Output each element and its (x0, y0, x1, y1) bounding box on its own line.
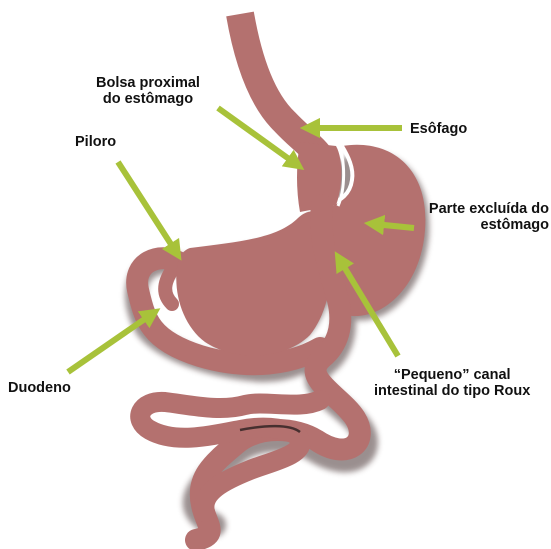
label-roux: “Pequeno” canal intestinal do tipo Roux (374, 367, 530, 399)
arrow-piloro (118, 162, 176, 252)
label-bolsa-proximal: Bolsa proximal do estômago (96, 75, 200, 107)
esophagus (240, 14, 322, 160)
label-parte-excluida: Parte excluída do estômago (429, 201, 549, 233)
arrow-duodeno (68, 314, 152, 372)
label-piloro: Piloro (75, 134, 116, 150)
remnant-stomach (176, 212, 332, 356)
label-esofago: Esôfago (410, 121, 467, 137)
label-duodeno: Duodeno (8, 380, 71, 396)
arrow-parte-excluida (374, 224, 414, 228)
